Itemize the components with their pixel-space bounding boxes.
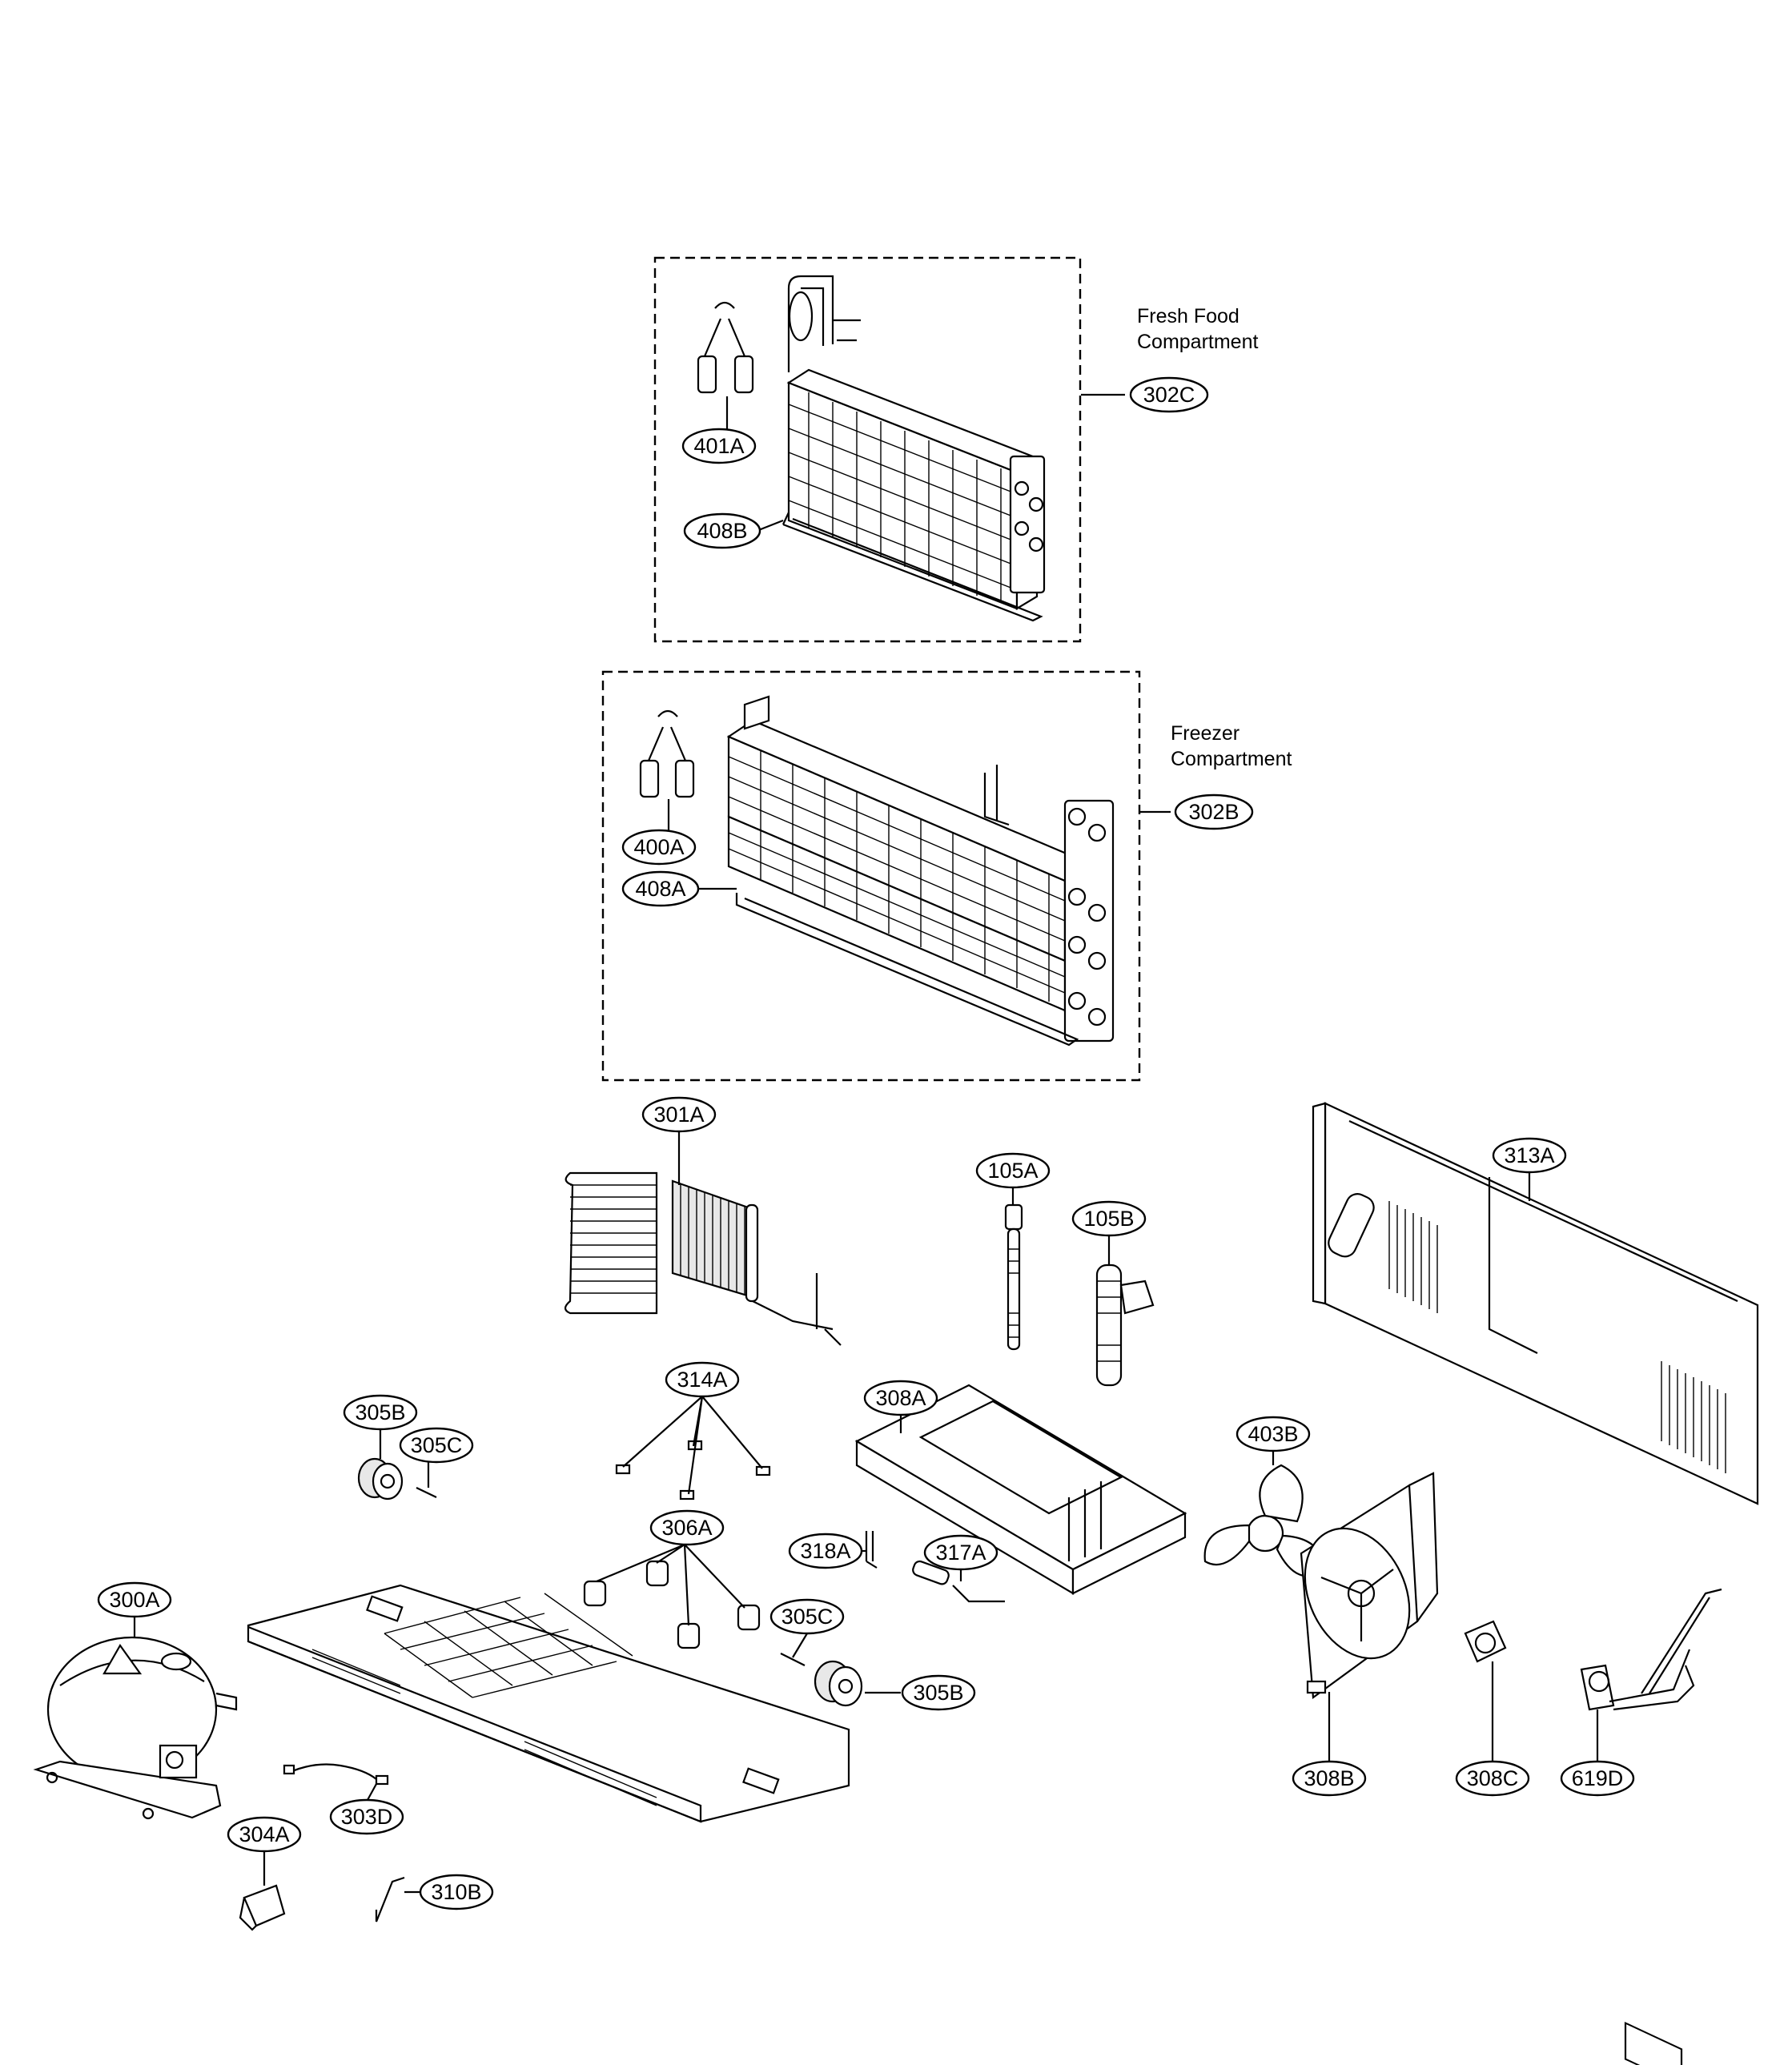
callout-label: 302C (1143, 383, 1195, 407)
callout-408b: 408B (683, 512, 761, 549)
callout-label: 305C (411, 1433, 463, 1457)
callout-105b: 105B (1071, 1200, 1147, 1237)
callout-305b-lower: 305B (901, 1674, 976, 1711)
callout-label: 313A (1504, 1143, 1554, 1167)
cover-vent-left (1388, 1201, 1438, 1313)
pin-305c-upper (416, 1487, 437, 1498)
callout-label: 308C (1467, 1766, 1519, 1790)
callout-305c-lower: 305C (769, 1598, 845, 1635)
clip-318a (865, 1531, 878, 1569)
callout-label: 302B (1188, 800, 1239, 824)
callout-318a: 318A (788, 1533, 863, 1569)
freezer-group-boundary (601, 670, 1141, 1082)
callout-label: 304A (239, 1822, 289, 1846)
heater-408b (782, 517, 1043, 622)
defrost-clip-401a (697, 301, 754, 394)
damper-305b-upper (357, 1457, 404, 1501)
damper-305b-lower (814, 1660, 863, 1707)
callout-300a: 300A (97, 1581, 172, 1618)
callout-403b: 403B (1236, 1416, 1311, 1452)
callout-305c-upper: 305C (399, 1427, 474, 1464)
callout-label: 305C (781, 1605, 834, 1629)
fan-shroud-308b (1300, 1472, 1439, 1700)
callout-306a: 306A (649, 1509, 725, 1546)
wire-harness-303d (283, 1763, 389, 1786)
freezer-evaporator (726, 695, 1115, 1047)
base-plate (247, 1584, 850, 1823)
callout-label: 400A (633, 835, 684, 859)
callout-303d: 303D (329, 1798, 404, 1835)
callout-label: 401A (693, 434, 744, 458)
tube-310b (375, 1876, 405, 1922)
callout-label: 105B (1083, 1207, 1134, 1231)
callout-label: 305B (355, 1400, 405, 1424)
dampers-306a (583, 1560, 761, 1649)
svg-text:Fresh Food: Fresh Food (1137, 305, 1240, 327)
compressor-300a (33, 1636, 238, 1820)
callout-label: 317A (935, 1541, 986, 1565)
callout-label: 310B (431, 1880, 481, 1904)
freezer-fins (728, 751, 1066, 1002)
callout-314a: 314A (665, 1361, 740, 1398)
drain-tray-308a (854, 1384, 1187, 1595)
base-grid (384, 1593, 633, 1698)
fresh-food-group-boundary (653, 256, 1082, 643)
callout-label: 306A (661, 1516, 712, 1540)
callout-label: 314A (677, 1368, 727, 1392)
callout-305b-upper: 305B (343, 1394, 418, 1431)
svg-text:Compartment: Compartment (1137, 331, 1258, 353)
svg-text:Freezer: Freezer (1171, 722, 1240, 745)
relay-304a (239, 1884, 286, 1931)
callout-label: 305B (913, 1681, 963, 1705)
fresh-food-caption: Fresh Food Compartment (1137, 305, 1258, 353)
callout-401a: 401A (681, 428, 757, 464)
callout-label: 408B (697, 519, 747, 543)
callout-310b: 310B (419, 1874, 494, 1910)
callout-304a: 304A (227, 1816, 302, 1853)
heater-408a (735, 893, 1079, 1047)
drier-317a (912, 1560, 1005, 1603)
freezer-return-bends (1063, 799, 1115, 1043)
valve-619d (1580, 1588, 1722, 1711)
drain-hose-105b (1095, 1264, 1155, 1387)
callout-label: 403B (1248, 1422, 1298, 1446)
callout-301a: 301A (641, 1096, 717, 1133)
callout-317a: 317A (923, 1534, 998, 1571)
callout-105a: 105A (975, 1152, 1051, 1189)
callout-313a: 313A (1492, 1137, 1567, 1174)
condenser-301a (564, 1171, 842, 1346)
fresh-food-evaporator-group (653, 256, 1082, 643)
fresh-food-return-bends (1009, 455, 1046, 594)
callout-label: 318A (800, 1539, 850, 1563)
defrost-clip-400a (639, 709, 695, 798)
callout-302c: 302C (1129, 376, 1209, 413)
leader-lines (133, 393, 1599, 1894)
pin-305c-lower (780, 1653, 806, 1666)
callout-619d: 619D (1560, 1760, 1635, 1797)
callout-label: 308A (875, 1386, 926, 1410)
freezer-caption: Freezer Compartment (1171, 722, 1292, 770)
callout-label: 619D (1572, 1766, 1624, 1790)
svg-text:Compartment: Compartment (1171, 748, 1292, 770)
drain-fitting-105a (1004, 1203, 1023, 1351)
machine-room-cover-313a (1312, 1102, 1759, 2065)
callout-label: 300A (109, 1588, 159, 1612)
callout-400a: 400A (621, 829, 697, 866)
callout-308a: 308A (863, 1380, 938, 1416)
callout-label: 105A (987, 1159, 1038, 1183)
callout-308b: 308B (1292, 1760, 1367, 1797)
callout-label: 408A (635, 877, 685, 901)
cover-vent-right (1661, 1361, 1726, 1473)
callout-308c: 308C (1455, 1760, 1530, 1797)
freezer-evaporator-group (601, 670, 1141, 1082)
fresh-food-fins (788, 392, 1018, 602)
fresh-food-evaporator (782, 275, 1046, 622)
callout-label: 303D (341, 1805, 393, 1829)
fan-motor-308c (1464, 1620, 1507, 1663)
callout-408a: 408A (621, 870, 700, 907)
callout-302b: 302B (1174, 793, 1254, 830)
callout-label: 308B (1304, 1766, 1354, 1790)
callout-label: 301A (653, 1103, 704, 1127)
